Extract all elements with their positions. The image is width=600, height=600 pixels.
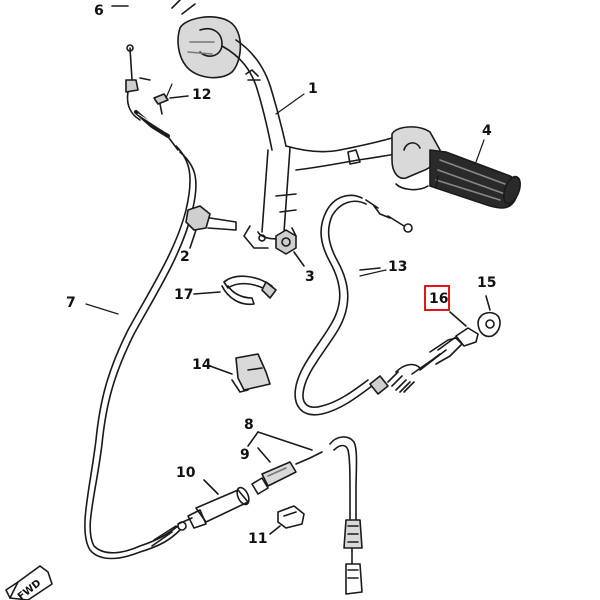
callout-10: 10 — [176, 465, 196, 481]
callout-15: 15 — [477, 275, 497, 291]
callout-1: 1 — [308, 81, 318, 97]
nut-part-3 — [275, 229, 305, 267]
clip-part-11 — [269, 505, 305, 535]
cap-part-15 — [477, 295, 501, 338]
sleeve-part-10 — [177, 479, 250, 529]
clamp-band-part-17 — [193, 275, 277, 306]
callout-leaders — [85, 83, 485, 315]
fwd-arrow-icon — [5, 565, 53, 600]
callout-9: 9 — [240, 447, 250, 463]
part-8-9-leaders — [247, 431, 313, 463]
callout-2: 2 — [180, 249, 190, 265]
screw-part-12 — [153, 93, 189, 115]
callout-14: 14 — [192, 357, 212, 373]
callout-12: 12 — [192, 87, 212, 103]
clip-part-14 — [209, 353, 271, 393]
bolt-part-2 — [185, 205, 237, 249]
callout-7: 7 — [66, 295, 76, 311]
fitting-part-16 — [449, 311, 479, 347]
part-16-highlight-box — [424, 285, 450, 311]
callout-17: 17 — [174, 287, 194, 303]
adjuster-part-8-9 — [251, 451, 323, 495]
callout-11: 11 — [248, 531, 268, 547]
callout-13: 13 — [388, 259, 408, 275]
callout-8: 8 — [244, 417, 254, 433]
callout-4: 4 — [482, 123, 492, 139]
callout-6: 6 — [94, 3, 104, 19]
throttle-grip-part-4 — [391, 126, 521, 209]
callout-3: 3 — [305, 269, 315, 285]
callout-16: 16 — [429, 291, 449, 307]
lower-cable — [329, 436, 363, 595]
